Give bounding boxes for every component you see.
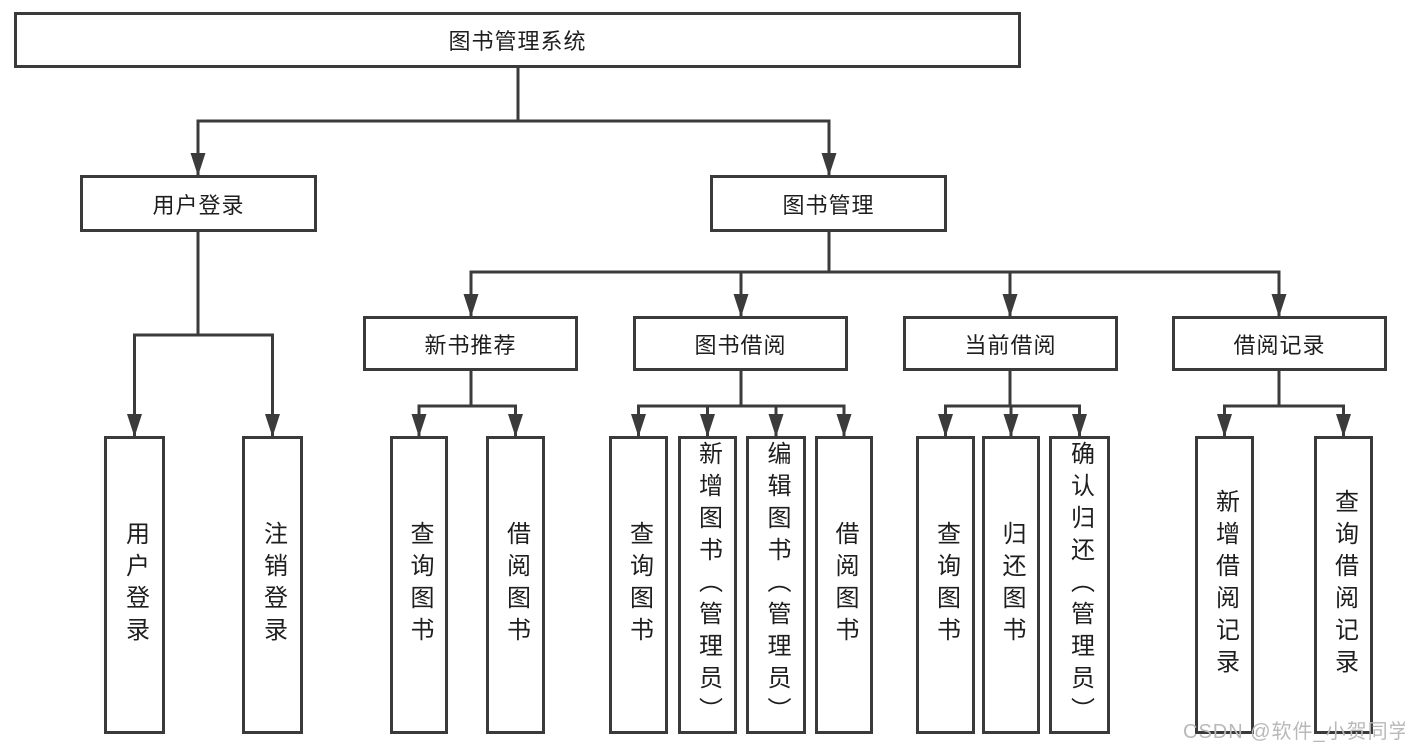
leaf-add-books-admin-label: 新增图书（管理员）	[694, 441, 722, 729]
node-root: 图书管理系统	[14, 12, 1021, 68]
connector-root-to-level2	[196, 68, 831, 176]
connector-book-management-to-level3	[469, 232, 1281, 317]
node-book-borrow: 图书借阅	[633, 316, 848, 371]
node-root-label: 图书管理系统	[448, 29, 587, 54]
leaf-current-query-books: 查询图书	[916, 436, 975, 734]
node-borrow-records-label: 借阅记录	[1233, 332, 1326, 358]
leaf-borrow-books-label: 借阅图书	[831, 521, 858, 649]
leaf-user-login-label: 用户登录	[121, 521, 149, 649]
connector-user-login-to-leaves	[133, 232, 274, 437]
leaf-return-books-label: 归还图书	[998, 521, 1025, 649]
node-book-management-label: 图书管理	[782, 192, 875, 218]
leaf-recommend-borrow-books-label: 借阅图书	[502, 521, 530, 649]
connector-book-borrow-to-leaves	[637, 371, 846, 437]
node-current-borrow-label: 当前借阅	[964, 332, 1057, 358]
node-book-management: 图书管理	[710, 175, 947, 232]
leaf-borrow-query-books: 查询图书	[609, 436, 668, 734]
leaf-user-login: 用户登录	[104, 436, 165, 734]
node-user-login-label: 用户登录	[152, 192, 245, 218]
leaf-borrow-books: 借阅图书	[815, 436, 873, 734]
connector-borrow-records-to-leaves	[1223, 371, 1345, 437]
node-borrow-records: 借阅记录	[1172, 316, 1387, 371]
node-new-book-recommend: 新书推荐	[363, 316, 578, 371]
leaf-edit-books-admin: 编辑图书（管理员）	[746, 436, 806, 734]
leaf-add-borrow-record-label: 新增借阅记录	[1211, 489, 1239, 681]
leaf-return-books: 归还图书	[982, 436, 1040, 734]
connector-new-book-recommend-to-leaves	[417, 371, 517, 437]
leaf-add-books-admin: 新增图书（管理员）	[678, 436, 737, 734]
leaf-confirm-return-admin: 确认归还（管理员）	[1049, 436, 1110, 734]
csdn-watermark: CSDN @软件_小贺同学	[1183, 721, 1405, 743]
leaf-current-query-books-label: 查询图书	[932, 521, 960, 649]
node-current-borrow: 当前借阅	[903, 316, 1118, 371]
leaf-confirm-return-admin-label: 确认归还（管理员）	[1066, 441, 1094, 729]
leaf-recommend-query-books-label: 查询图书	[406, 521, 433, 649]
leaf-query-borrow-record-label: 查询借阅记录	[1330, 489, 1358, 681]
leaf-recommend-borrow-books: 借阅图书	[486, 436, 545, 734]
node-book-borrow-label: 图书借阅	[694, 332, 787, 358]
leaf-edit-books-admin-label: 编辑图书（管理员）	[763, 441, 790, 729]
leaf-recommend-query-books: 查询图书	[390, 436, 448, 734]
leaf-borrow-query-books-label: 查询图书	[625, 521, 653, 649]
leaf-add-borrow-record: 新增借阅记录	[1195, 436, 1254, 734]
node-new-book-recommend-label: 新书推荐	[424, 332, 517, 358]
leaf-logout-label: 注销登录	[259, 521, 287, 649]
connector-current-borrow-to-leaves	[944, 371, 1081, 437]
node-user-login: 用户登录	[80, 175, 317, 232]
leaf-query-borrow-record: 查询借阅记录	[1314, 436, 1373, 734]
leaf-logout: 注销登录	[242, 436, 303, 734]
